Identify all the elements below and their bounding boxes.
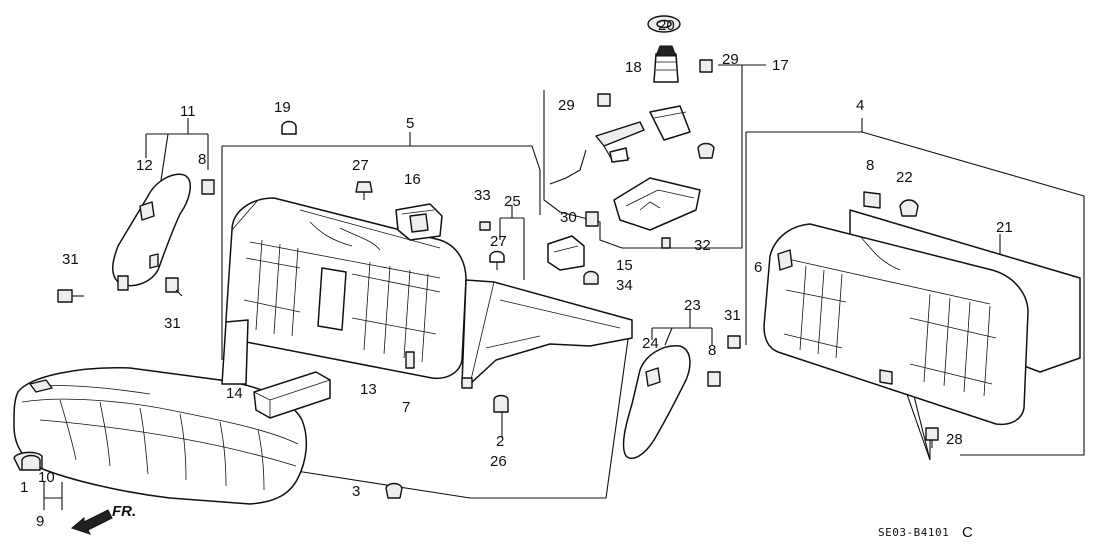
label-25: 25: [504, 193, 521, 210]
label-11: 11: [180, 103, 196, 120]
label-16: 16: [404, 171, 421, 188]
label-1: 1: [20, 479, 28, 496]
label-22: 22: [896, 169, 913, 186]
label-8-left: 8: [198, 151, 206, 168]
label-24: 24: [642, 335, 659, 352]
diagram-code: SE03-B4101 C: [878, 524, 973, 541]
label-29-top: 29: [722, 51, 739, 68]
label-6: 6: [754, 259, 762, 276]
lock-assembly: [547, 15, 715, 285]
label-29-left: 29: [558, 97, 575, 114]
label-21: 21: [996, 219, 1013, 236]
label-27-top: 27: [352, 157, 369, 174]
label-15: 15: [616, 257, 633, 274]
label-28: 28: [946, 431, 963, 448]
seat-back-right: [763, 191, 1081, 426]
front-direction-arrow: FR.: [70, 503, 136, 535]
side-trim-right: [622, 345, 691, 460]
diagram-revision: C: [962, 524, 973, 541]
label-13: 13: [360, 381, 377, 398]
label-31-left-bottom: 31: [164, 315, 181, 332]
label-23: 23: [684, 297, 701, 314]
label-12: 12: [136, 157, 153, 174]
label-5: 5: [406, 115, 414, 132]
label-17: 17: [772, 57, 789, 74]
label-30: 30: [560, 209, 577, 226]
label-7: 7: [402, 399, 410, 416]
label-20: 20: [658, 17, 675, 34]
label-32: 32: [694, 237, 711, 254]
label-33: 33: [474, 187, 491, 204]
label-31-left-top: 31: [62, 251, 79, 268]
label-2: 2: [496, 433, 504, 450]
label-14: 14: [226, 385, 243, 402]
direction-label: FR.: [112, 503, 136, 520]
label-3: 3: [352, 483, 360, 500]
diagram-code-text: SE03-B4101: [878, 526, 949, 539]
label-19: 19: [274, 99, 291, 116]
part-labels: 20 18 29 17 29 11 19 5 4 12 8 27 16 8 22…: [20, 17, 1013, 530]
side-trim-left: [112, 173, 192, 291]
label-18: 18: [625, 59, 642, 76]
label-8-right: 8: [708, 342, 716, 359]
small-parts: [21, 120, 939, 499]
label-27-bottom: 27: [490, 233, 507, 250]
seat-cushion: [13, 366, 308, 505]
label-4: 4: [856, 97, 864, 114]
label-10: 10: [38, 469, 55, 486]
seat-back-center: [221, 197, 633, 419]
label-26: 26: [490, 453, 507, 470]
label-31-right: 31: [724, 307, 741, 324]
label-34: 34: [616, 277, 633, 294]
label-8-right-top: 8: [866, 157, 874, 174]
label-9: 9: [36, 513, 44, 530]
